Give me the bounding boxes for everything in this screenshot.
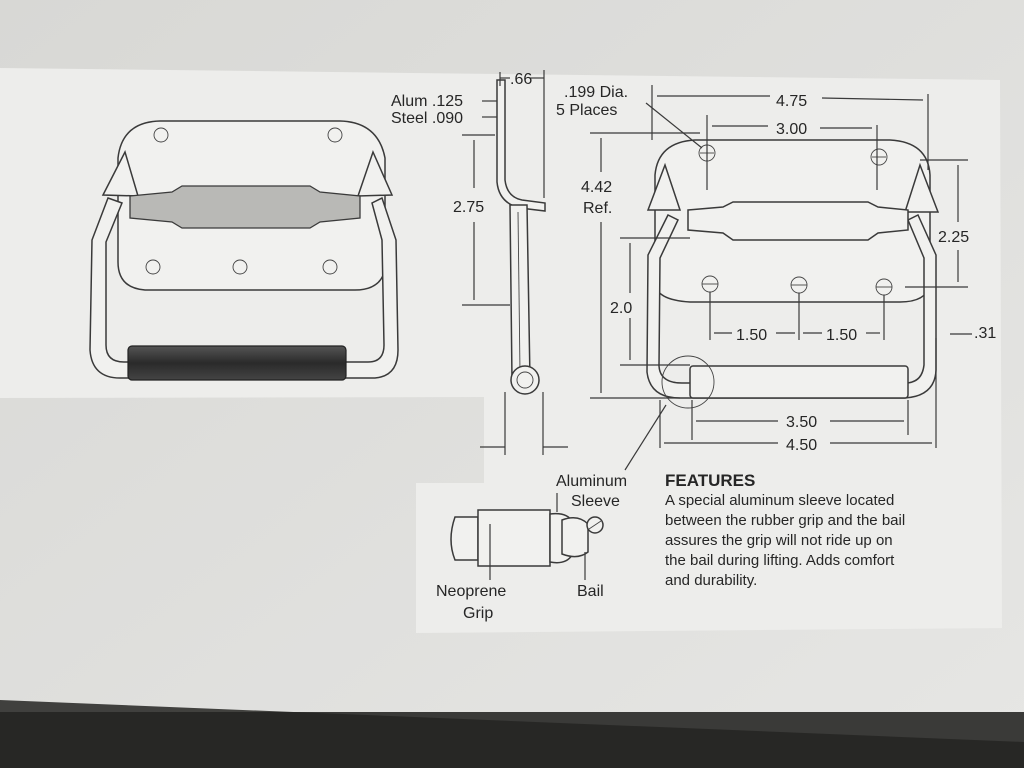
features-title: FEATURES — [665, 471, 755, 490]
dimension-labels: .66 2.75 4.42 Ref. 4.75 3.00 2.25 2.0 1.… — [453, 71, 996, 454]
aluminum-sleeve-label-2: Sleeve — [571, 493, 620, 510]
dim-bail-height: 2.0 — [610, 300, 632, 317]
hole-diameter-label: .199 Dia. — [564, 84, 628, 101]
handle-illustration — [89, 120, 399, 381]
dim-grip-length: 3.50 — [786, 414, 817, 431]
material-label-steel: Steel .090 — [391, 110, 463, 127]
features-block: FEATURES A special aluminum sleeve locat… — [665, 471, 905, 589]
features-line-1: A special aluminum sleeve located — [665, 492, 894, 509]
aluminum-sleeve-label-1: Aluminum — [556, 473, 627, 490]
dim-hole-spacing-top: 3.00 — [776, 121, 807, 138]
side-profile-view — [462, 70, 568, 455]
dim-hole-spacing-left: 1.50 — [736, 327, 767, 344]
dim-bail-width: 4.50 — [786, 437, 817, 454]
dim-overall-height: 4.42 — [581, 179, 612, 196]
neoprene-grip-label-1: Neoprene — [436, 583, 506, 600]
features-line-5: and durability. — [665, 572, 757, 589]
material-label-aluminum: Alum .125 — [391, 93, 463, 110]
desk-shadow — [0, 700, 1024, 768]
sleeve-detail — [450, 493, 604, 580]
dim-offset: .66 — [510, 71, 532, 88]
dim-overall-height-ref: Ref. — [583, 200, 612, 217]
neoprene-grip-illustration — [127, 345, 347, 381]
features-line-2: between the rubber grip and the bail — [665, 512, 905, 529]
neoprene-grip-label-2: Grip — [463, 605, 493, 622]
dim-edge-offset: .31 — [974, 325, 996, 342]
callout-labels: Alum .125 Steel .090 .199 Dia. 5 Places … — [391, 84, 628, 622]
dim-side-height: 2.75 — [453, 199, 484, 216]
features-line-4: the bail during lifting. Adds comfort — [665, 552, 895, 569]
hole-count-label: 5 Places — [556, 102, 617, 119]
dim-plate-height: 2.25 — [938, 229, 969, 246]
dim-overall-width: 4.75 — [776, 93, 807, 110]
features-line-3: assures the grip will not ride up on — [665, 532, 893, 549]
dim-hole-spacing-right: 1.50 — [826, 327, 857, 344]
bail-label: Bail — [577, 583, 604, 600]
front-view-drawing — [590, 85, 972, 471]
